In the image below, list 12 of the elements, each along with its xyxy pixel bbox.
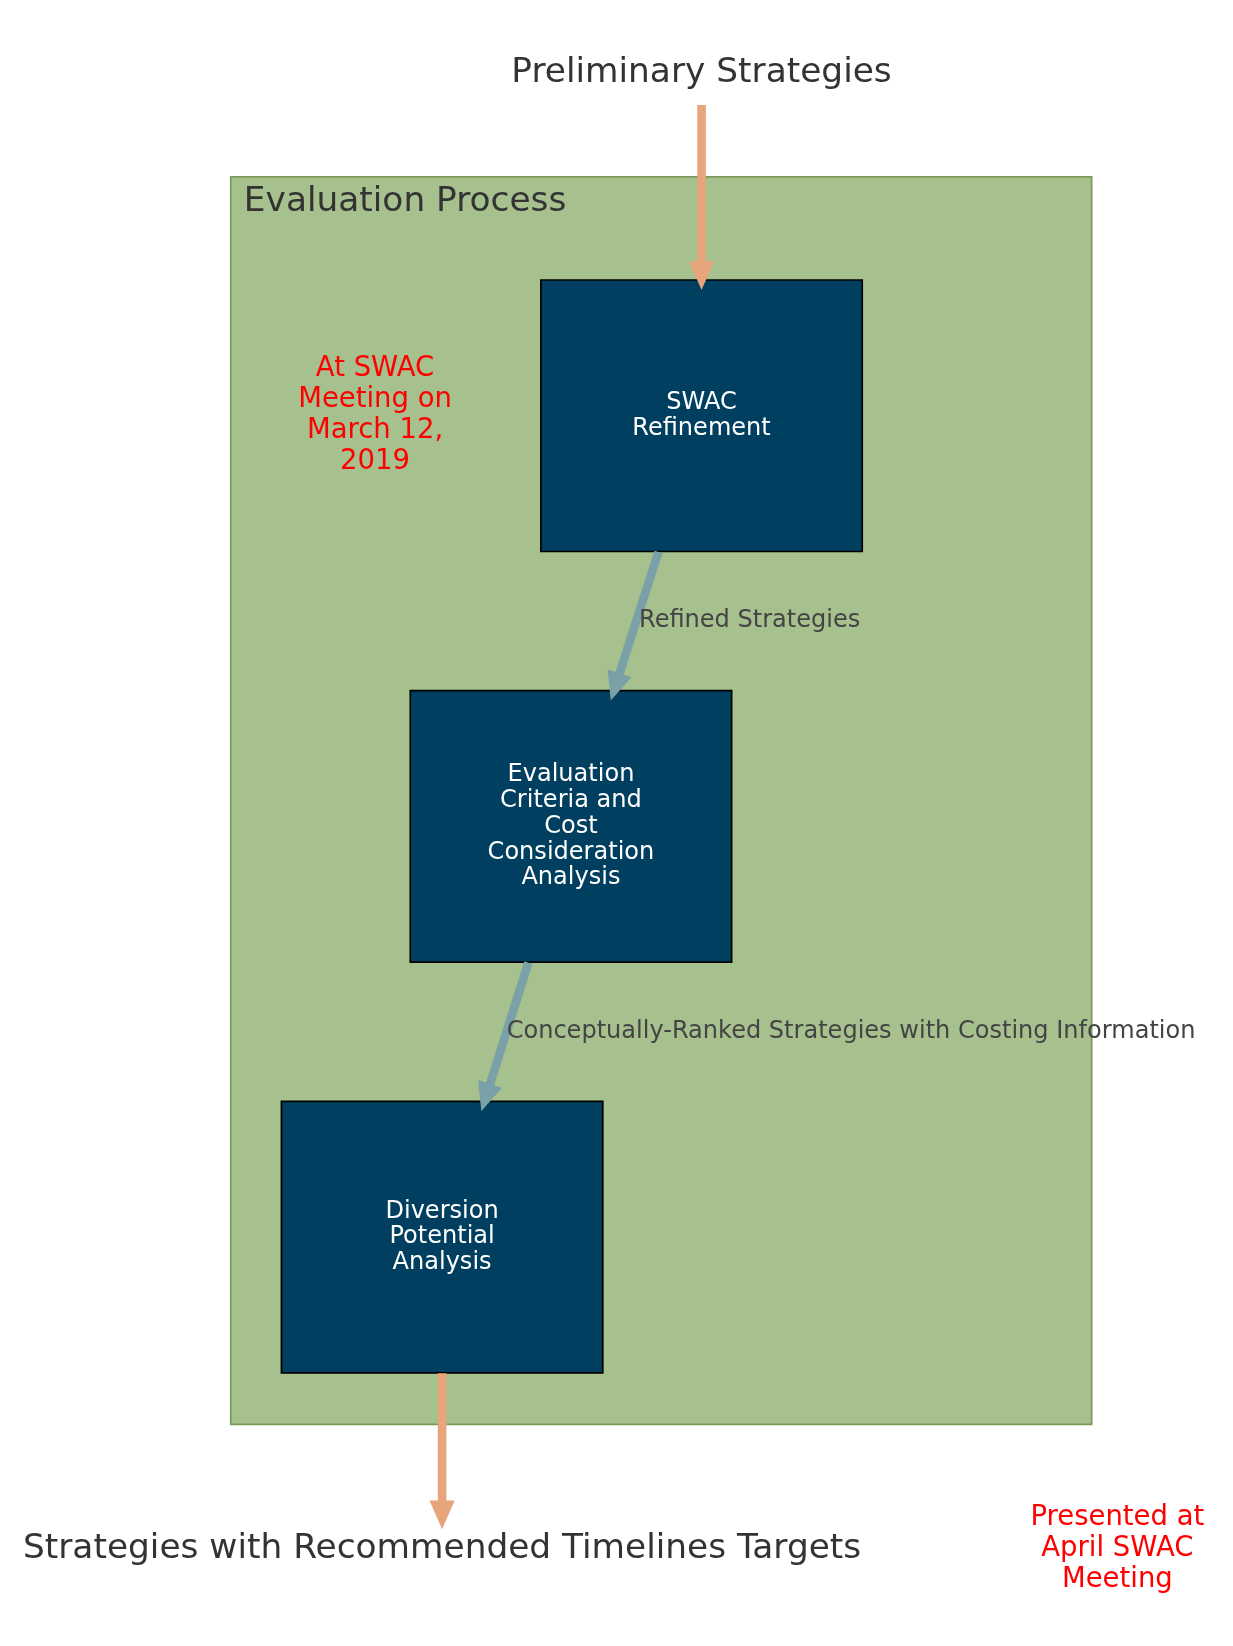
node-text: Strategies with Recommended Timelines Targets bbox=[22, 1526, 862, 1567]
edge-label: Refined Strategies bbox=[639, 605, 861, 634]
node-box: Evaluation Criteria and Cost Consideration Analysis bbox=[409, 689, 733, 964]
label: Presented at April SWAC Meeting bbox=[1030, 1499, 1205, 1594]
arrow bbox=[429, 1373, 455, 1530]
label: At SWAC Meeting on March 12, 2019 bbox=[298, 349, 452, 475]
arrow bbox=[478, 961, 533, 1112]
node-box: SWAC Refinement bbox=[540, 279, 864, 553]
arrow bbox=[688, 104, 715, 291]
arrow bbox=[607, 550, 663, 701]
node-text: Preliminary Strategies bbox=[511, 50, 892, 91]
node-box: Diversion Potential Analysis bbox=[280, 1100, 604, 1374]
